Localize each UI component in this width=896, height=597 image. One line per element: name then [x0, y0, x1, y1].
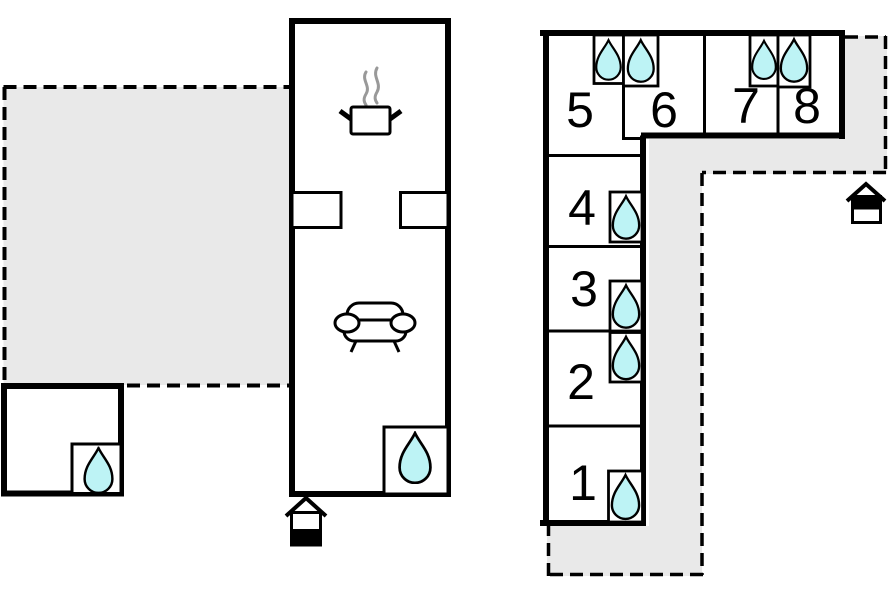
terrace-left-area: [3, 87, 292, 385]
room-label-7: 7: [732, 78, 760, 134]
room-label-4: 4: [568, 180, 596, 236]
terrace-right-dashed-border: [546, 35, 888, 577]
main-building: [289, 18, 451, 497]
terrace-left-dashed-border: [2, 85, 292, 388]
steam-icon: [362, 66, 380, 107]
cooking-pot-icon: [338, 105, 403, 136]
room-label-5: 5: [566, 82, 594, 138]
room-label-3: 3: [570, 261, 598, 317]
wall-niche-right: [399, 191, 450, 229]
room-label-8: 8: [793, 78, 821, 134]
wall-niche-left: [290, 191, 343, 229]
entrance-icon: [845, 181, 887, 224]
main-building-walls: [289, 18, 451, 497]
terrace-right: [546, 35, 888, 577]
bedroom-building: [540, 30, 845, 526]
room-label-6: 6: [650, 82, 678, 138]
annex-building: [1, 383, 124, 497]
bedroom-wing-floor: [543, 30, 649, 526]
room-label-1: 1: [569, 455, 597, 511]
entrance-icon: [284, 495, 328, 547]
sofa-icon: [333, 301, 417, 353]
terrace-left: [2, 85, 292, 388]
room-label-2: 2: [567, 354, 595, 410]
